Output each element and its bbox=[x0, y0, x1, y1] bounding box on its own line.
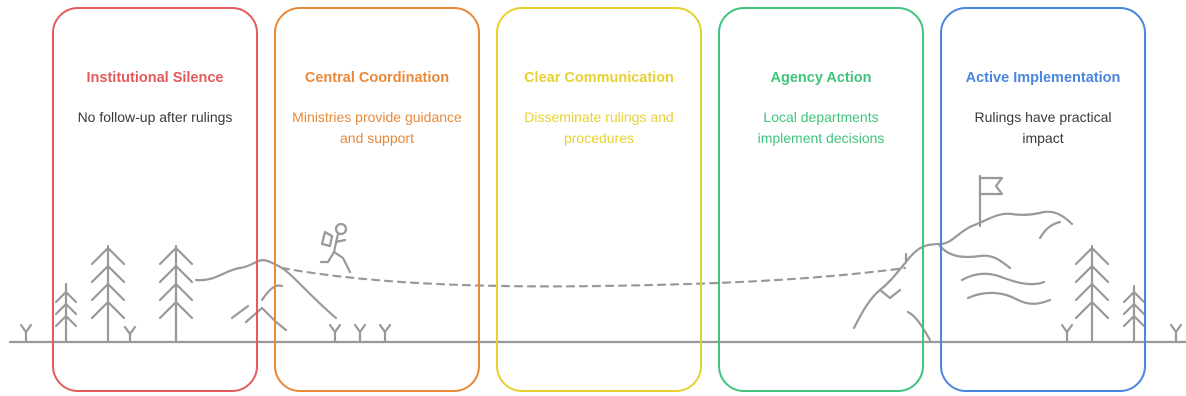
tree-icon bbox=[54, 282, 78, 344]
grass-icon bbox=[19, 323, 1183, 344]
stage-description: Disseminate rulings and procedures bbox=[524, 109, 674, 146]
mountain-icon bbox=[194, 259, 338, 332]
flag-icon bbox=[978, 174, 1004, 228]
stage-title: Active Implementation bbox=[965, 70, 1121, 86]
tree-icon bbox=[90, 244, 126, 344]
stage-title: Agency Action bbox=[770, 70, 872, 86]
stage-description: Local departments implement decisions bbox=[757, 109, 885, 146]
stage-card-agency-action: Agency Action Local departments implemen… bbox=[718, 7, 924, 392]
mountain-icon bbox=[852, 210, 1074, 342]
dashed-path bbox=[280, 266, 907, 288]
stage-description: Ministries provide guidance and support bbox=[292, 109, 462, 146]
tree-icon bbox=[1122, 284, 1146, 344]
stage-description: Rulings have practical impact bbox=[974, 109, 1112, 146]
stage-card-central-coordination: Central Coordination Ministries provide … bbox=[274, 7, 480, 392]
tree-icon bbox=[158, 244, 194, 344]
tree-icon bbox=[1074, 244, 1110, 344]
stage-card-institutional-silence: Institutional Silence No follow-up after… bbox=[52, 7, 258, 392]
stage-title: Clear Communication bbox=[524, 70, 674, 86]
stage-title: Institutional Silence bbox=[86, 70, 224, 86]
stage-card-clear-communication: Clear Communication Disseminate rulings … bbox=[496, 7, 702, 392]
hiker-icon bbox=[319, 222, 352, 274]
stage-title: Central Coordination bbox=[304, 70, 450, 86]
stage-card-active-implementation: Active Implementation Rulings have pract… bbox=[940, 7, 1146, 392]
stage-description: No follow-up after rulings bbox=[77, 109, 233, 125]
